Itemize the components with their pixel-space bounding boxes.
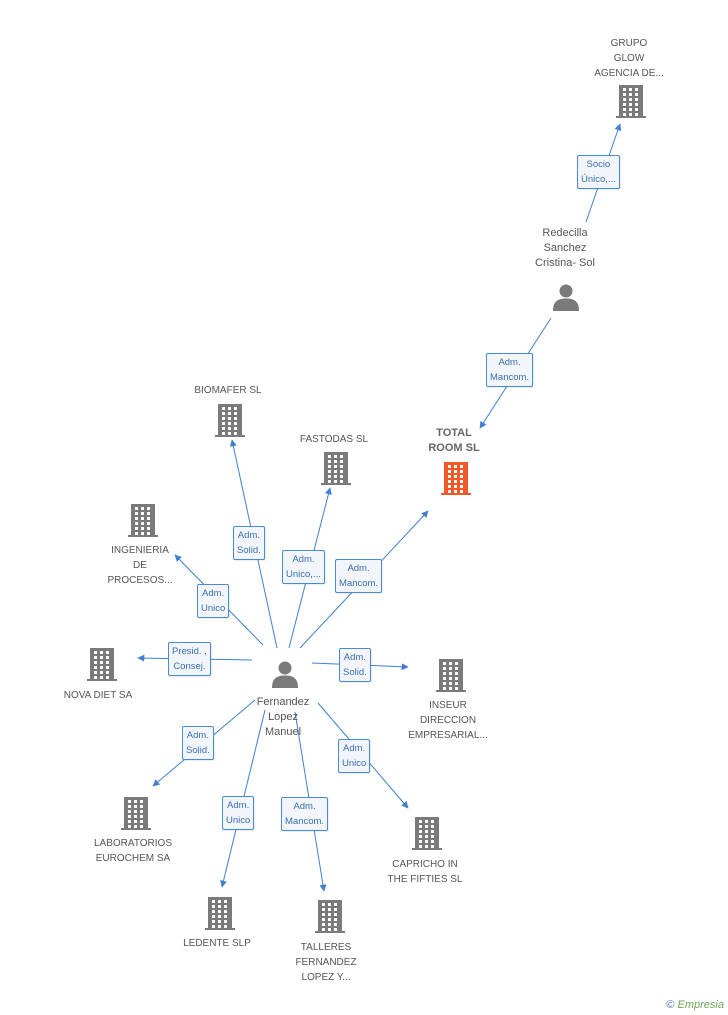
building-icon[interactable] bbox=[128, 503, 158, 537]
relation-label-fernandez-total[interactable]: Adm. Mancom. bbox=[335, 559, 383, 593]
relation-label-fernandez-nova[interactable]: Presid. , Consej. bbox=[168, 642, 211, 676]
company-label-fastodas[interactable]: FASTODAS SL bbox=[299, 434, 369, 445]
relation-label-fernandez-talleres[interactable]: Adm. Mancom. bbox=[281, 797, 329, 831]
company-label-biomafer[interactable]: BIOMAFER SL bbox=[194, 385, 262, 396]
company-label-grupo[interactable]: GRUPO GLOW AGENCIA DE... bbox=[594, 38, 664, 79]
person-label-redecilla[interactable]: Redecilla Sanchez Cristina- Sol bbox=[535, 227, 595, 269]
person-icon[interactable] bbox=[552, 283, 580, 311]
company-label-capricho[interactable]: CAPRICHO IN THE FIFTIES SL bbox=[387, 859, 463, 885]
company-label-nova[interactable]: NOVA DIET SA bbox=[63, 690, 133, 701]
relation-label-fernandez-ledente[interactable]: Adm. Unico bbox=[222, 796, 255, 830]
company-label-laboratorios[interactable]: LABORATORIOS EUROCHEM SA bbox=[94, 838, 172, 864]
building-icon[interactable] bbox=[121, 796, 151, 830]
relation-label-fernandez-fastodas[interactable]: Adm. Unico,... bbox=[282, 550, 325, 584]
company-label-inseur[interactable]: INSEUR DIRECCION EMPRESARIAL... bbox=[408, 700, 488, 741]
building-icon[interactable] bbox=[321, 451, 351, 485]
relation-label-redecilla-grupo[interactable]: Socio Único,... bbox=[577, 155, 620, 189]
building-icon[interactable] bbox=[436, 658, 466, 692]
building-icon[interactable] bbox=[315, 899, 345, 933]
brand-name[interactable]: Empresia bbox=[677, 999, 724, 1011]
relation-label-redecilla-total[interactable]: Adm. Mancom. bbox=[486, 353, 534, 387]
person-icon[interactable] bbox=[271, 660, 299, 688]
building-icon[interactable] bbox=[441, 461, 471, 495]
relation-label-fernandez-laboratorios[interactable]: Adm. Solid. bbox=[182, 726, 214, 760]
copyright-symbol: © bbox=[666, 999, 675, 1011]
relation-label-fernandez-ingenieria[interactable]: Adm. Unico bbox=[197, 584, 230, 618]
person-label-fernandez[interactable]: Fernandez Lopez Manuel bbox=[256, 696, 310, 738]
building-icon[interactable] bbox=[205, 896, 235, 930]
building-icon[interactable] bbox=[215, 403, 245, 437]
company-label-ledente[interactable]: LEDENTE SLP bbox=[183, 938, 251, 949]
company-label-ingenieria[interactable]: INGENIERIA DE PROCESOS... bbox=[107, 545, 173, 586]
relation-label-fernandez-inseur[interactable]: Adm. Solid. bbox=[339, 648, 371, 682]
credit: © Empresia bbox=[666, 999, 724, 1011]
building-icon[interactable] bbox=[616, 84, 646, 118]
building-icon[interactable] bbox=[412, 816, 442, 850]
company-label-talleres[interactable]: TALLERES FERNANDEZ LOPEZ Y... bbox=[295, 942, 357, 983]
relation-label-fernandez-capricho[interactable]: Adm. Unico bbox=[338, 739, 371, 773]
relation-label-fernandez-biomafer[interactable]: Adm. Solid. bbox=[233, 526, 265, 560]
company-label-total[interactable]: TOTAL ROOM SL bbox=[428, 427, 480, 454]
building-icon[interactable] bbox=[87, 647, 117, 681]
